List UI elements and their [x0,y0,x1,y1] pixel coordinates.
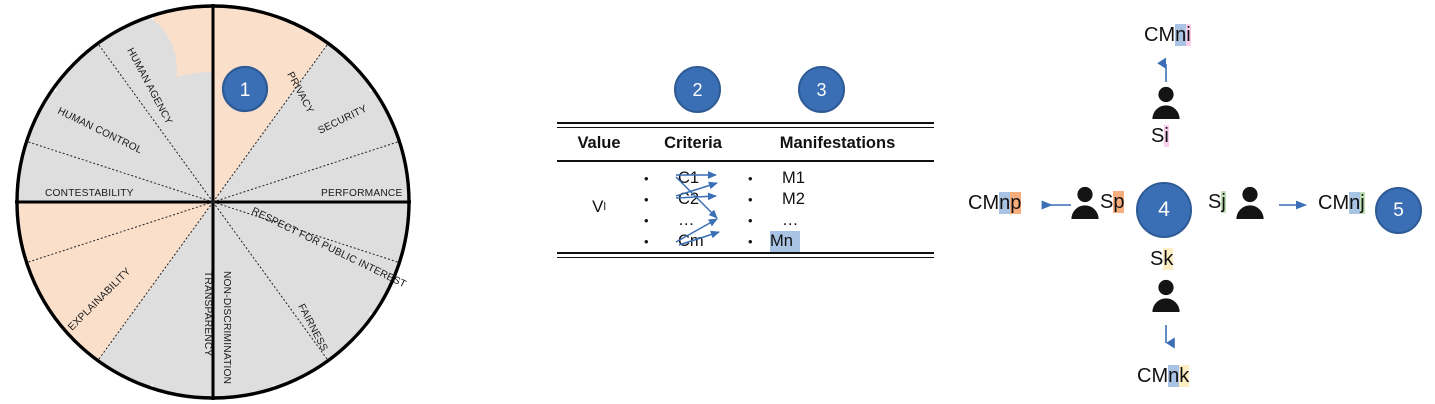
table-header-criteria: Criteria [664,134,722,152]
arrow-down-sk-to-cmnk [1165,325,1175,349]
table-rule-mid [557,160,934,162]
criteria-item-1: C2 [678,190,700,208]
table-rule-top [557,122,934,128]
list-item: • Mn [745,231,930,252]
list-item: • C1 [641,168,745,189]
sj-prefix: S [1208,191,1222,213]
bullet-icon: • [748,192,753,207]
cmnp-n: n [999,192,1011,214]
table-badge-2[interactable]: 2 [674,66,721,113]
list-item: • Cm [641,231,745,252]
cmnp-prefix: CM [968,192,1000,214]
table-header-manifestations: Manifestations [779,134,896,152]
manifestation-item-1: M2 [782,190,805,208]
table-rule-bottom [557,252,934,258]
table-cell-criteria-list: • C1 • C2 • … • Cm [641,162,745,252]
bullet-icon: • [748,213,753,228]
manifestation-item-2: … [782,211,799,229]
person-icon-sj [1236,186,1264,219]
bullet-icon: • [644,234,649,249]
cmni-n: n [1175,24,1187,46]
criteria-item-3: Cm [678,232,704,250]
sj-suffix: j [1221,191,1226,213]
stakeholder-label-si: Si [1151,125,1169,147]
value-symbol-base: V [592,197,604,216]
criteria-item-2: … [678,211,695,229]
si-prefix: S [1151,125,1165,147]
list-item: • C2 [641,189,745,210]
cmni-prefix: CM [1144,24,1176,46]
bullet-icon: • [748,171,753,186]
target-label-cmni: CMni [1144,24,1191,46]
list-item: • … [641,210,745,231]
wheel-label-performance: PERFORMANCE [321,188,402,199]
manifestation-item-0: M1 [782,169,805,187]
cross-badge-5[interactable]: 5 [1375,187,1422,234]
person-icon-si [1152,86,1180,119]
stakeholder-label-sj: Sj [1208,191,1226,213]
bullet-icon: • [644,213,649,228]
cmnj-j: j [1360,192,1365,214]
cmnj-prefix: CM [1318,192,1350,214]
value-wheel-panel: PRIVACY SECURITY PERFORMANCE RESPECT FOR… [0,0,440,404]
target-label-cmnj: CMnj [1318,192,1365,214]
table-cell-manifestations-list: • M1 • M2 • … • Mn [745,162,930,252]
value-symbol-subscript: l [603,201,606,213]
arrow-right-sj-to-cmnj [1279,200,1307,210]
cmni-i: i [1186,24,1191,46]
cmnk-prefix: CM [1137,365,1169,387]
person-icon-sk [1152,279,1180,312]
target-label-cmnk: CMnk [1137,365,1190,387]
table-header-value: Value [577,134,621,152]
bullet-icon: • [644,171,649,186]
bullet-icon: • [748,234,753,249]
table-badge-3[interactable]: 3 [798,66,845,113]
wheel-label-non-discrimination: NON-DISCRIMINATION [221,271,232,384]
wheel-badge-1-label: 1 [240,80,251,101]
sk-prefix: S [1150,248,1164,270]
target-label-cmnp: CMnp [968,192,1022,214]
cmnk-k: k [1179,365,1190,387]
arrow-up-si-to-cmni [1157,57,1167,82]
table-header-row: Value Criteria Manifestations [557,128,934,160]
sp-prefix: S [1100,191,1114,213]
bullet-icon: • [644,192,649,207]
stakeholder-label-sk: Sk [1150,248,1174,270]
sp-suffix: p [1113,191,1125,213]
wheel-label-contestability: CONTESTABILITY [45,188,134,199]
arrow-left-sp-to-cmnp [1041,200,1071,210]
list-item: • M2 [745,189,930,210]
cmnj-n: n [1349,192,1361,214]
criteria-item-0: C1 [678,169,700,187]
cross-badge-4[interactable]: 4 [1136,182,1192,238]
si-suffix: i [1164,125,1169,147]
cmnk-n: n [1168,365,1180,387]
list-item: • … [745,210,930,231]
sk-suffix: k [1163,248,1174,270]
wheel-label-transparency: TRANSPARENCY [202,271,213,356]
wheel-dividers [26,43,400,361]
manifestation-item-3-highlighted: Mn [770,231,800,252]
stakeholder-label-sp: Sp [1100,191,1125,213]
person-icon-sp [1071,186,1099,219]
list-item: • M1 [745,168,930,189]
wheel-badge-1-circle[interactable] [221,65,269,113]
cmnp-p: p [1010,192,1022,214]
value-wheel-svg: PRIVACY SECURITY PERFORMANCE RESPECT FOR… [15,4,411,400]
